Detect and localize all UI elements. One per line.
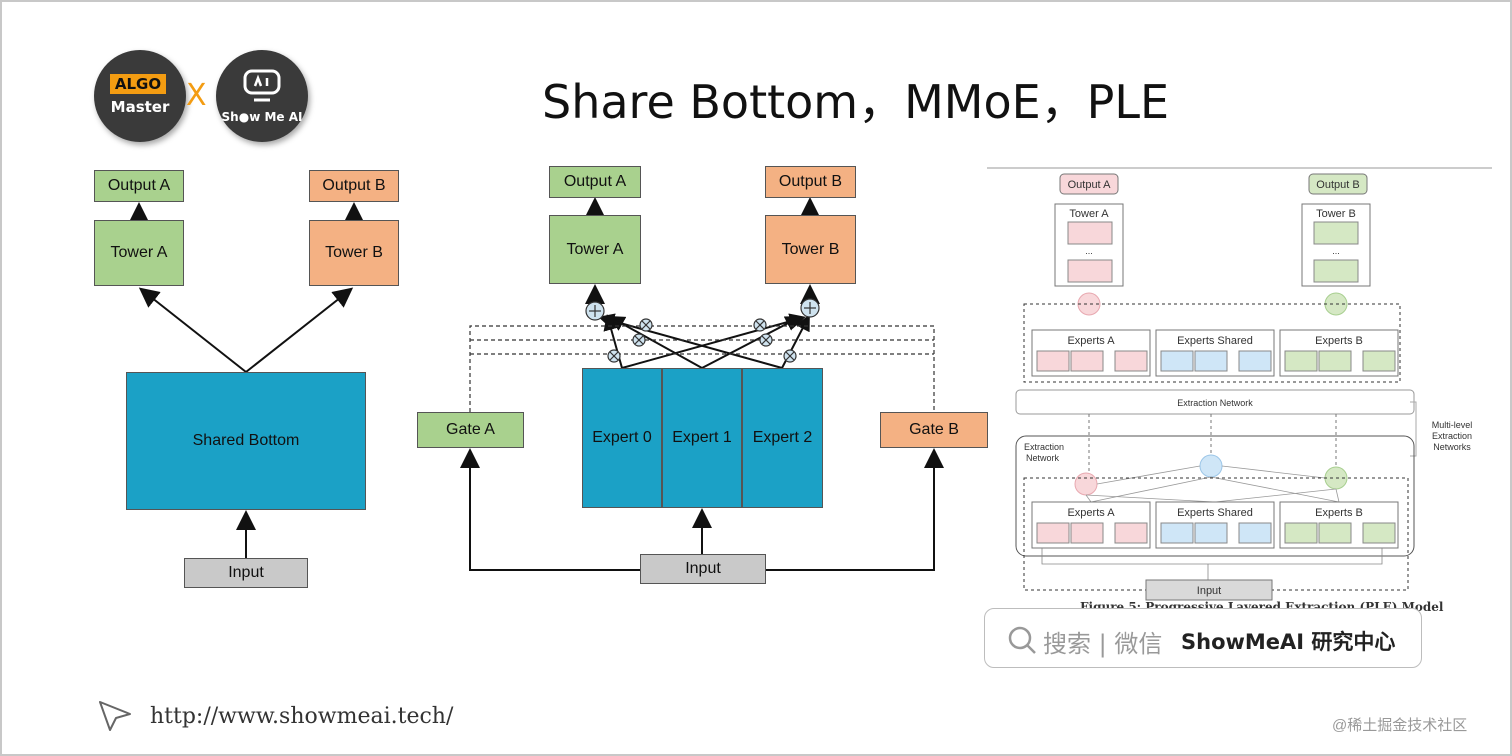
- mmoe-expert-1: Expert 1: [662, 368, 742, 508]
- ple-bottom-experts-shared-label: Experts Shared: [1177, 507, 1253, 519]
- ple-gate-a-bottom: [1074, 472, 1098, 496]
- sb-tower-b: Tower B: [309, 220, 399, 286]
- ple-output-b: Output B: [1316, 179, 1359, 191]
- ple-tower-b-ellipsis: ...: [1332, 246, 1340, 256]
- ple-top-experts-b-label: Experts B: [1315, 335, 1363, 347]
- mmoe-input: Input: [640, 554, 766, 584]
- ple-tower-a-ellipsis: ...: [1085, 246, 1093, 256]
- sb-tower-a: Tower A: [94, 220, 184, 286]
- mmoe-tower-a: Tower A: [549, 215, 641, 284]
- ple-output-a: Output A: [1068, 179, 1111, 191]
- ple-bottom-experts-a-label: Experts A: [1067, 507, 1115, 519]
- mmoe-output-a: Output A: [549, 166, 641, 198]
- algo-sub: Master: [110, 98, 170, 116]
- search-text: 搜索 | 微信: [1043, 630, 1163, 658]
- algo-master-logo: ALGO Master: [94, 50, 186, 142]
- sb-output-a: Output A: [94, 170, 184, 202]
- ple-multi-level-2: Extraction: [1432, 431, 1472, 441]
- mmoe-tower-b: Tower B: [765, 215, 856, 284]
- robot-face-icon: [243, 69, 281, 102]
- ple-gate-shared-bottom: [1199, 454, 1223, 478]
- mmoe-gate-a: Gate A: [417, 412, 524, 448]
- ple-extraction-bar-label: Extraction Network: [1177, 398, 1253, 408]
- ple-tower-b-bottom: [1313, 259, 1359, 283]
- ple-top-expert-group: [1023, 303, 1401, 383]
- ple-top-experts-a-label: Experts A: [1067, 335, 1115, 347]
- ple-output-a-box: [1059, 173, 1119, 195]
- ple-bottom-expert-group: [1023, 477, 1409, 591]
- watermark: @稀土掘金技术社区: [1332, 717, 1468, 734]
- algo-tag: ALGO: [110, 74, 166, 94]
- mmoe-output-b: Output B: [765, 166, 856, 198]
- search-banner[interactable]: 搜索 | 微信 ShowMeAI 研究中心: [984, 608, 1422, 668]
- ple-input-box: [1145, 579, 1273, 601]
- mmoe-expert-2: Expert 2: [742, 368, 823, 508]
- ple-bottom-extraction: [1015, 435, 1415, 557]
- page-title: Share Bottom，MMoE，PLE: [542, 75, 1170, 129]
- ple-bottom-experts-b-label: Experts B: [1315, 507, 1363, 519]
- sb-input: Input: [184, 558, 308, 588]
- ple-extraction-label-1: Extraction: [1024, 442, 1064, 452]
- sb-shared-bottom: Shared Bottom: [126, 372, 366, 510]
- ple-multi-level-3: Networks: [1433, 442, 1471, 452]
- mmoe-expert-0: Expert 0: [582, 368, 662, 508]
- ple-tower-b: Tower B: [1316, 208, 1356, 220]
- search-brand: ShowMeAI 研究中心: [1181, 630, 1396, 654]
- cursor-pointer-icon: [99, 701, 131, 731]
- mmoe-gate-dashes: [469, 325, 935, 412]
- ple-tower-a-top: [1067, 221, 1113, 245]
- showmeai-logo: Sh●w Me AI: [216, 50, 308, 142]
- ple-tower-a: Tower A: [1069, 208, 1109, 220]
- sb-output-b: Output B: [309, 170, 399, 202]
- ple-tower-a-bottom: [1067, 259, 1113, 283]
- ple-tower-b-top: [1313, 221, 1359, 245]
- mmoe-operators: [585, 298, 820, 363]
- ple-input: Input: [1197, 585, 1221, 597]
- logo-separator: X: [186, 78, 207, 113]
- showmeai-sub: Sh●w Me AI: [221, 110, 303, 124]
- share-bottom-edges: [129, 202, 364, 558]
- ple-extraction-label-2: Network: [1026, 453, 1060, 463]
- mmoe-gate-b: Gate B: [880, 412, 988, 448]
- mmoe-operator-symbols: [589, 302, 816, 361]
- ple-multi-level-1: Multi-level: [1432, 420, 1473, 430]
- ple-top-experts-shared-label: Experts Shared: [1177, 335, 1253, 347]
- search-icon: [1008, 626, 1036, 654]
- footer-url[interactable]: http://www.showmeai.tech/: [150, 704, 454, 729]
- ple-output-b-box: [1308, 173, 1368, 195]
- ple-diagram: Output A Output B Tower A ... Tower B ..…: [987, 167, 1492, 601]
